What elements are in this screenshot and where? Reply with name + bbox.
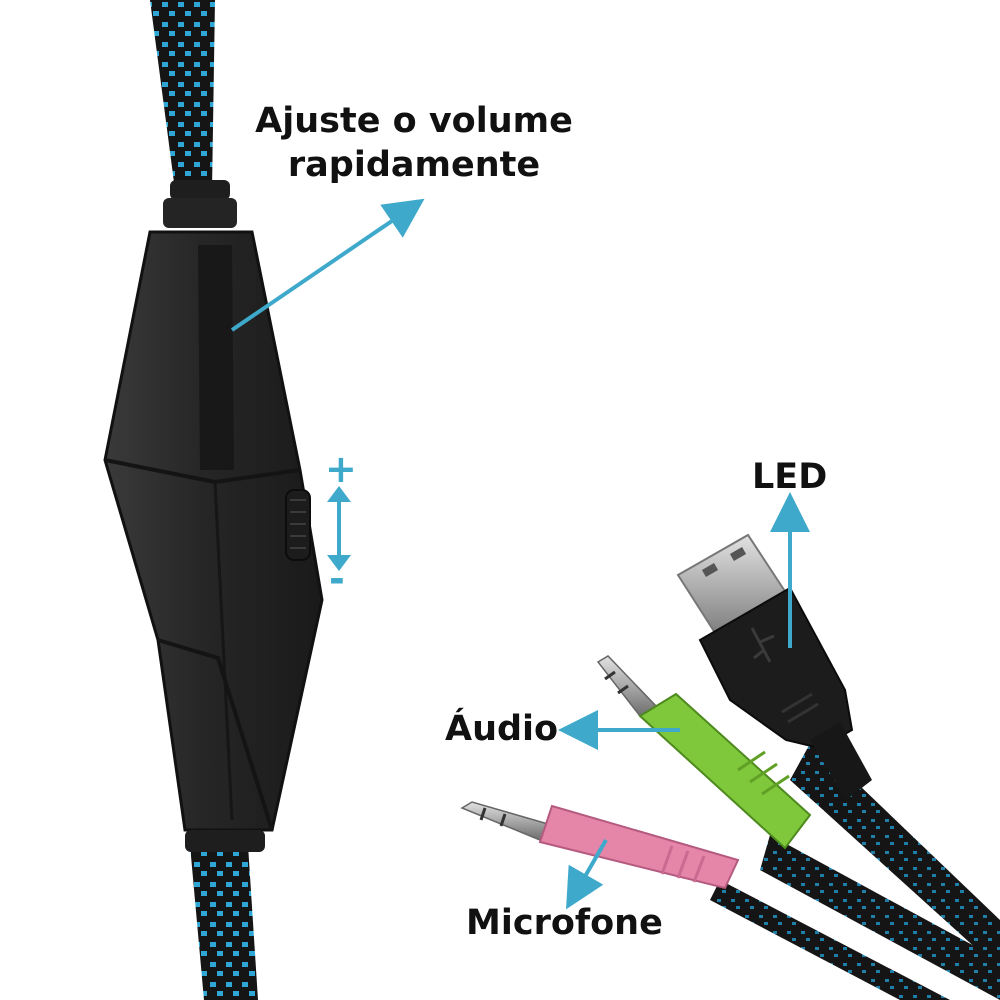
audio-label: Áudio	[445, 709, 559, 749]
double-arrow-icon	[327, 486, 351, 571]
volume-wheel	[285, 489, 311, 561]
led-label: LED	[752, 457, 828, 497]
usb-symbol-icon	[750, 627, 775, 663]
audio-plug	[596, 655, 812, 850]
volume-caption-line1: Ajuste o volume	[255, 101, 573, 141]
volume-caption: Ajuste o volume rapidamente	[238, 100, 590, 188]
volume-controller	[103, 180, 324, 852]
cable-top	[150, 0, 215, 190]
volume-caption-line2: rapidamente	[287, 144, 541, 185]
arrow-icon	[230, 198, 425, 332]
cable-bottom	[190, 845, 258, 1000]
microphone-label: Microfone	[466, 903, 663, 943]
volume-plus-label: +	[325, 447, 357, 491]
usb-plug	[676, 533, 872, 800]
microphone-plug	[460, 801, 740, 890]
arrow-icon	[566, 839, 608, 910]
volume-minus-label: -	[329, 557, 345, 601]
plug-cables	[710, 740, 1000, 1000]
